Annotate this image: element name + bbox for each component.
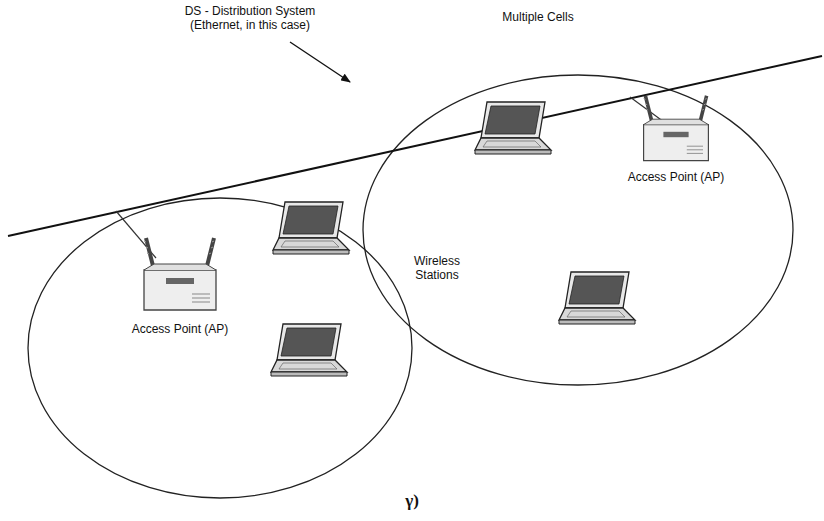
laptop-icon xyxy=(559,272,635,324)
cell-outline xyxy=(28,198,412,498)
device-label: Access Point (AP) xyxy=(626,170,727,184)
laptop-icon xyxy=(271,324,347,376)
stations-label: Wireless Stations xyxy=(404,254,470,282)
cell-outline xyxy=(363,75,793,385)
access-point-icon xyxy=(144,238,216,310)
laptop-icon xyxy=(475,102,551,154)
leader-arrow xyxy=(290,42,350,82)
cells-label: Multiple Cells xyxy=(500,10,575,24)
distribution-line xyxy=(8,56,822,236)
figure-caption: γ) xyxy=(405,494,419,508)
device-label: Access Point (AP) xyxy=(130,322,231,336)
system-label: DS - Distribution System (Ethernet, in t… xyxy=(168,4,332,32)
laptop-icon xyxy=(273,202,349,254)
access-point-icon xyxy=(644,96,709,161)
